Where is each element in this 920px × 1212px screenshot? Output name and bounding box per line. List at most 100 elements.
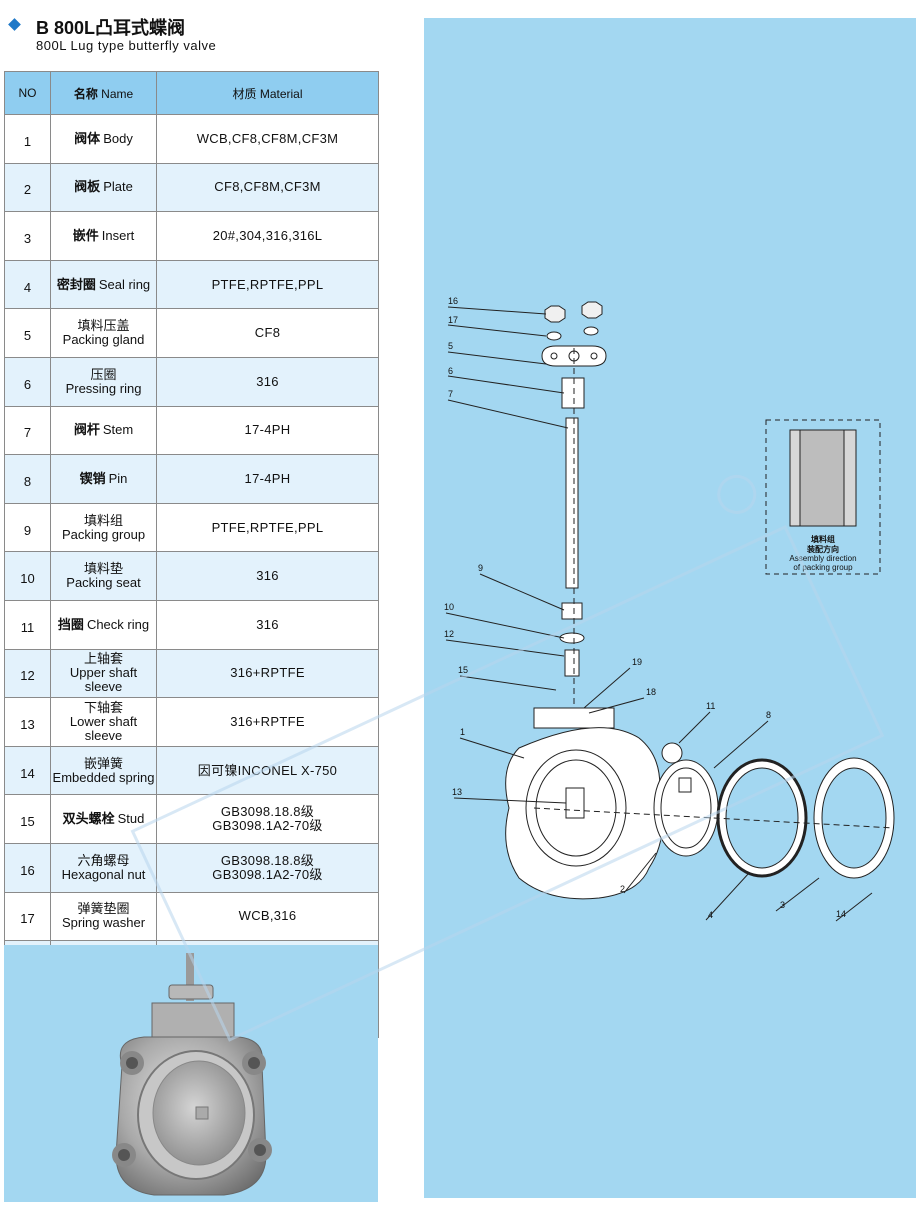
callout-label: 11	[706, 701, 715, 711]
callout-label: 9	[478, 563, 483, 573]
part-name-en: Seal ring	[98, 276, 151, 292]
part-name-cn: 弹簧垫圈	[77, 901, 130, 917]
callout-label: 17	[448, 315, 458, 325]
part-name-en: Lower shaft sleeve	[69, 713, 138, 743]
row-number: 15	[4, 794, 51, 844]
part-name-cn: 锲销	[79, 470, 106, 486]
part-name-en: Packing gland	[62, 332, 145, 348]
row-number: 3	[4, 211, 51, 261]
col-header-material: 材质 Material	[156, 71, 379, 115]
row-number: 6	[4, 356, 51, 407]
part-name-cn: 密封圈	[56, 276, 96, 292]
material-line: GB3098.1A2-70级	[212, 866, 323, 882]
callout-label: 16	[448, 296, 458, 306]
callout-label: 8	[766, 710, 771, 720]
detail-label-en-2: of packing group	[793, 563, 853, 572]
material-line: CF8,CF8M,CF3M	[214, 179, 321, 195]
upper-sleeve-shape	[564, 649, 580, 677]
part-name-cn: 双头螺栓	[62, 811, 115, 827]
callout-label: 7	[448, 389, 453, 399]
row-number: 14	[4, 745, 51, 796]
col-header-no: NO	[4, 71, 51, 115]
part-name-cn: 阀杆	[73, 422, 100, 438]
material-line: 17-4PH	[244, 470, 291, 486]
part-name-cn: 嵌弹簧	[83, 755, 123, 771]
check-ring-small-shape	[661, 742, 683, 764]
body-top-pad-shape	[533, 707, 615, 729]
part-name-en: Packing group	[61, 526, 146, 542]
row-number: 2	[4, 162, 51, 213]
row-number: 1	[4, 114, 51, 164]
disc-shape	[653, 759, 719, 857]
part-name-en: Spring washer	[61, 915, 146, 931]
part-name-en: Check ring	[86, 616, 150, 632]
material-line: PTFE,RPTFE,PPL	[211, 276, 324, 292]
row-number: 13	[4, 697, 51, 747]
part-name-cn: 阀体	[74, 130, 101, 146]
part-material: 316	[156, 599, 379, 650]
pressing-ring-shape	[561, 377, 585, 409]
material-line: GB3098.18.8级	[220, 852, 315, 868]
part-name-cn: 嵌件	[72, 227, 99, 243]
callout-label: 4	[708, 910, 713, 920]
part-name-en: Upper shaft sleeve	[69, 665, 138, 695]
callout-label: 5	[448, 341, 453, 351]
material-line: 316+RPTFE	[230, 665, 305, 681]
row-number: 17	[4, 891, 51, 942]
row-number: 8	[4, 454, 51, 504]
material-line: GB3098.1A2-70级	[212, 818, 323, 834]
part-name-en: Stud	[117, 811, 145, 827]
callout-label: 6	[448, 366, 453, 376]
material-line: WCB,CF8,CF8M,CF3M	[196, 130, 339, 146]
callout-label: 3	[780, 900, 785, 910]
part-name-en: Stem	[102, 422, 134, 438]
product-photo	[4, 945, 378, 1202]
part-material: WCB,316	[156, 891, 379, 942]
material-line: 17-4PH	[244, 422, 291, 438]
lower-sleeve-shape	[565, 787, 585, 819]
row-number: 16	[4, 842, 51, 893]
material-line: 316	[256, 568, 279, 584]
callout-label: 10	[444, 602, 454, 612]
row-number: 12	[4, 648, 51, 699]
callout-label: 12	[444, 629, 454, 639]
title-en: 800L Lug type butterfly valve	[36, 38, 217, 53]
row-number: 9	[4, 502, 51, 553]
part-material: 17-4PH	[156, 454, 379, 504]
part-name-cn: 阀板	[74, 179, 101, 195]
part-material: 316	[156, 356, 379, 407]
part-material: CF8,CF8M,CF3M	[156, 162, 379, 213]
part-material: WCB,CF8,CF8M,CF3M	[156, 114, 379, 164]
hex-nut-shape	[581, 301, 603, 319]
stem-shape	[565, 417, 579, 589]
part-name-en: Pressing ring	[65, 380, 142, 396]
table-header-row: NO 名称 Name 材质 Material	[4, 71, 379, 115]
part-material: 17-4PH	[156, 405, 379, 456]
material-line: WCB,316	[238, 908, 297, 924]
callout-label: 14	[836, 909, 846, 919]
part-name-en: Pin	[108, 470, 128, 486]
material-line: CF8	[254, 325, 281, 341]
